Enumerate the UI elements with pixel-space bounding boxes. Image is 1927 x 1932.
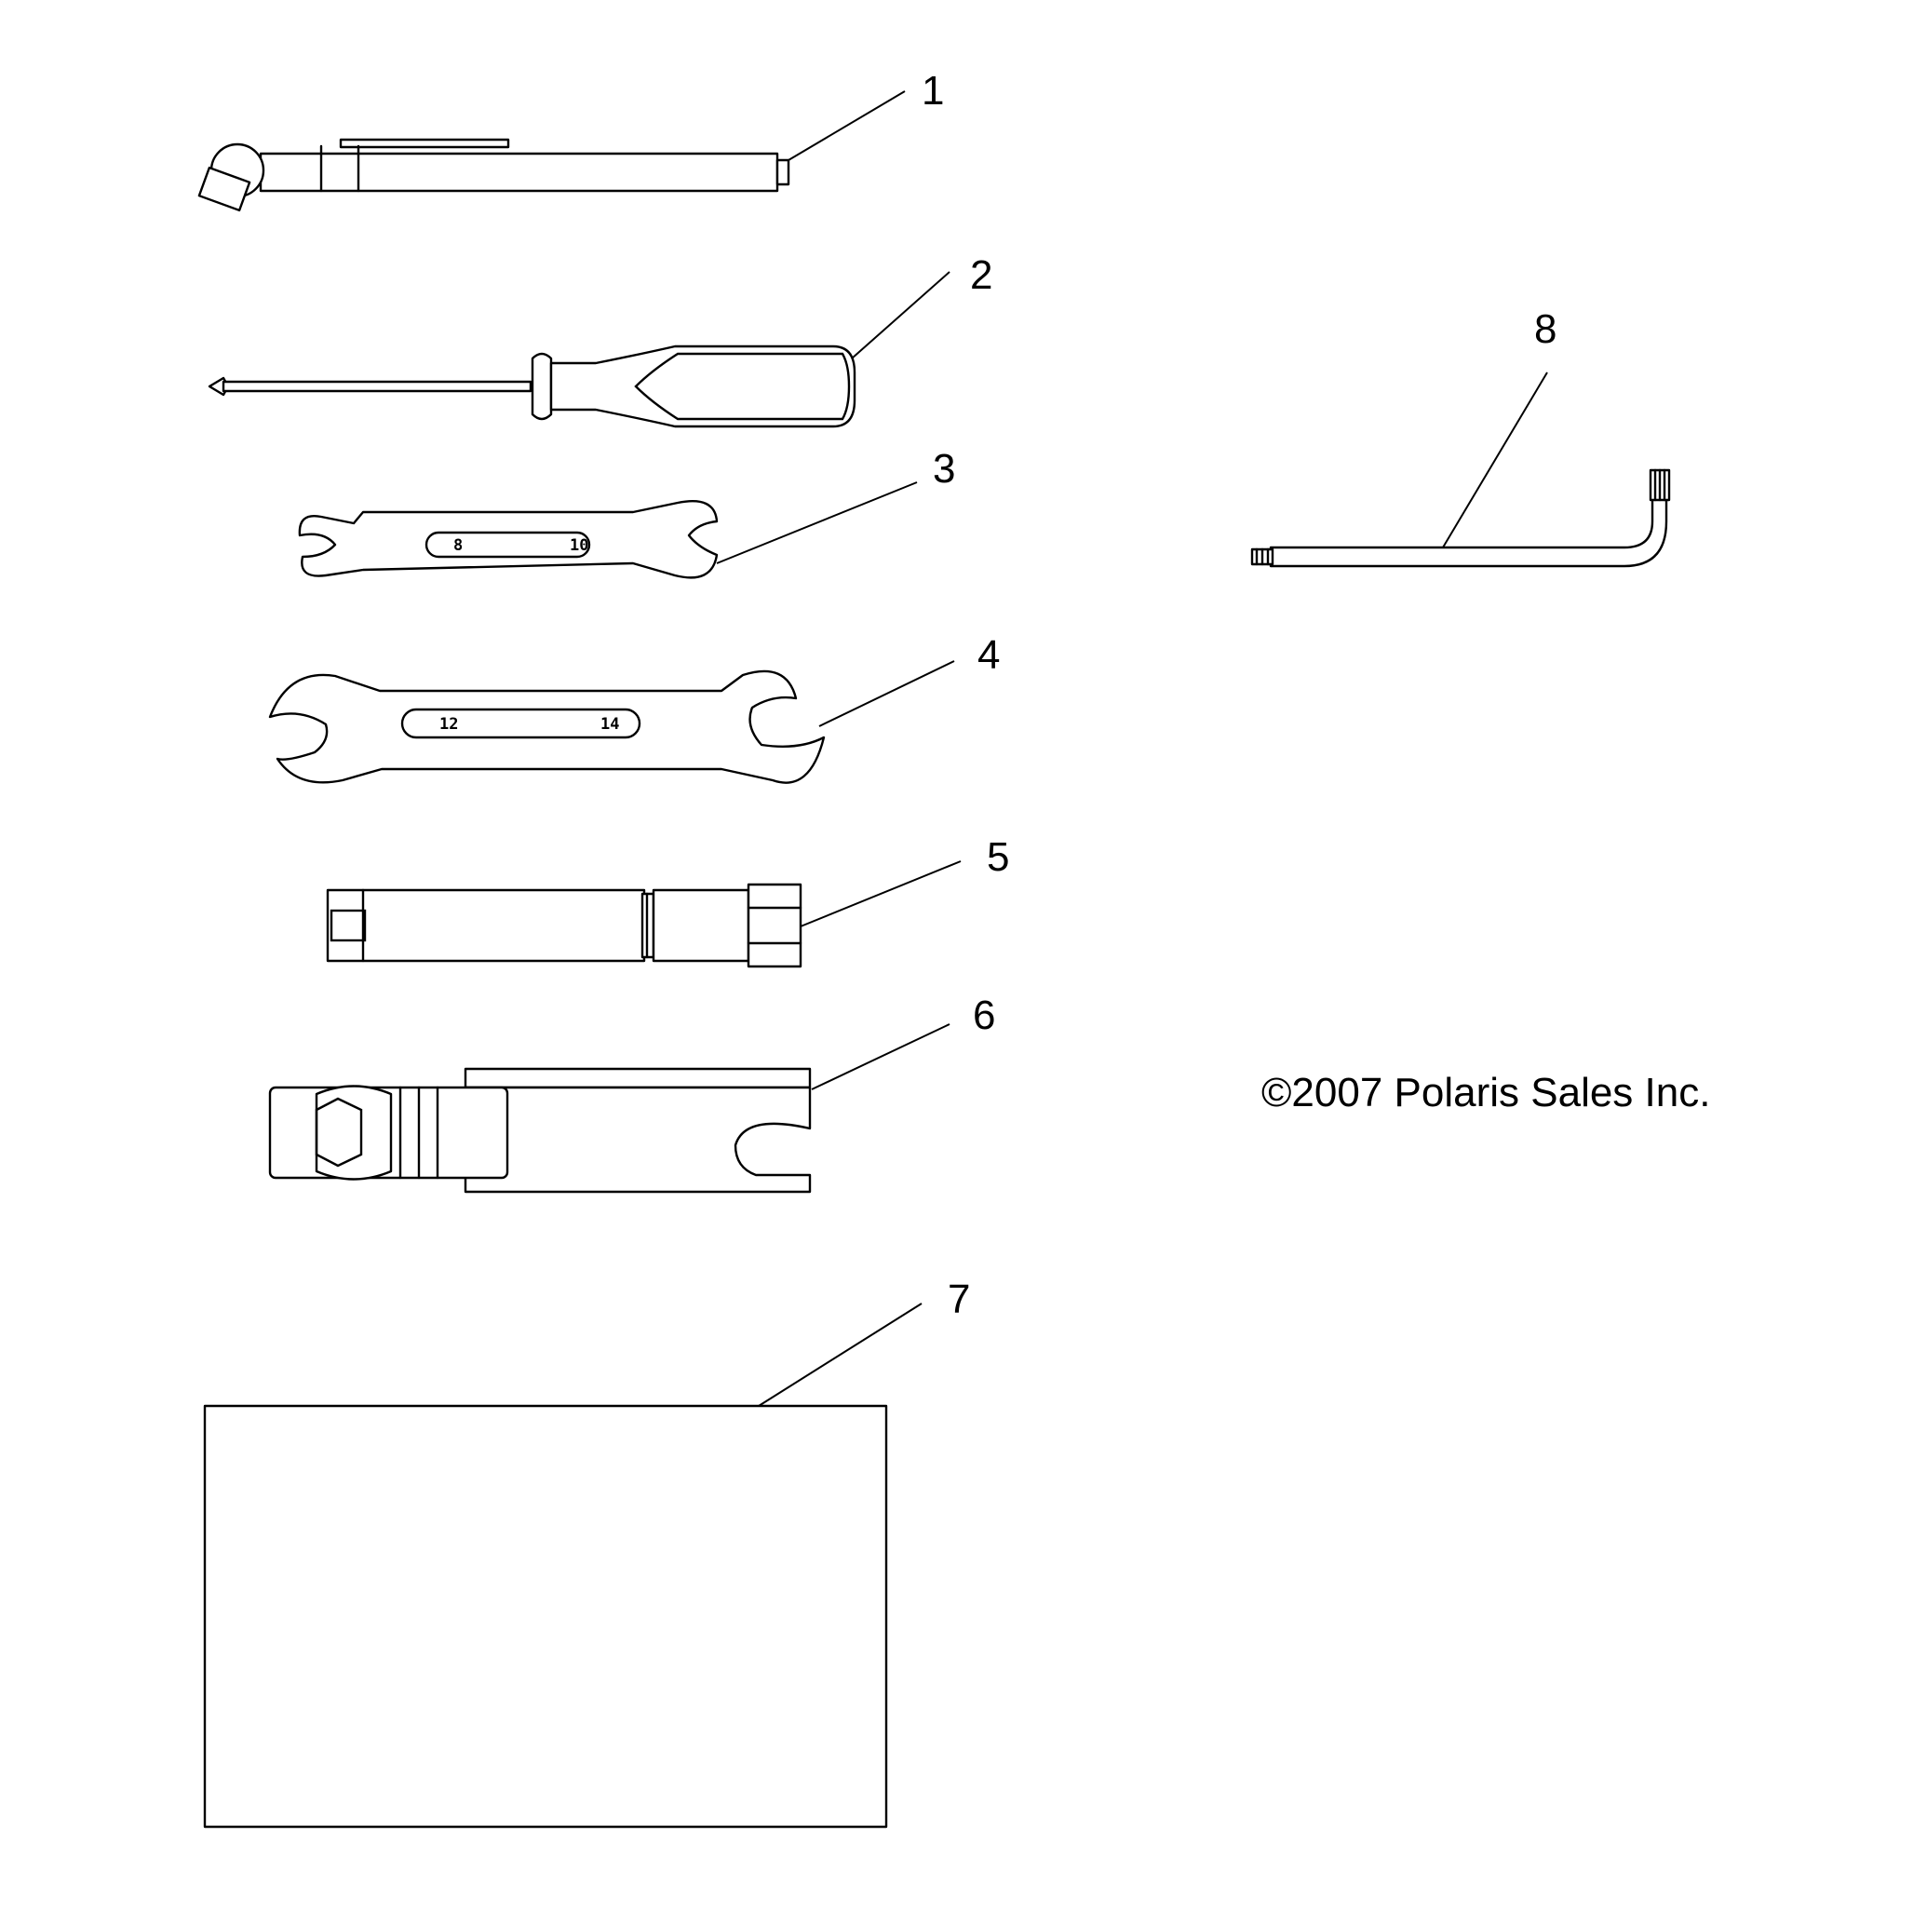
leader-2 <box>851 271 950 359</box>
callout-7: 7 <box>948 1277 970 1322</box>
callout-5: 5 <box>987 834 1009 880</box>
part-3-wrench-small: 8 10 <box>298 500 719 579</box>
wrench-small-size-right: 10 <box>570 536 588 555</box>
wrench-small-size-left: 8 <box>453 536 463 555</box>
part-5-socket <box>326 883 802 968</box>
leader-4 <box>818 660 955 727</box>
leader-8 <box>1442 372 1548 548</box>
wrench-large-size-right: 14 <box>600 715 619 734</box>
callout-8: 8 <box>1534 306 1556 352</box>
part-6-handle-tool <box>268 1067 812 1194</box>
callout-6: 6 <box>973 993 995 1038</box>
leader-3 <box>716 481 918 564</box>
part-4-wrench-large: 12 14 <box>268 669 826 784</box>
callout-1: 1 <box>922 68 944 114</box>
leader-5 <box>800 860 962 927</box>
leader-6 <box>811 1023 950 1090</box>
wrench-large-size-left: 12 <box>439 715 458 734</box>
part-8-hex-key <box>1250 468 1671 568</box>
leader-7 <box>758 1303 923 1407</box>
callout-4: 4 <box>977 632 1000 678</box>
callout-3: 3 <box>933 446 955 492</box>
part-7-manual <box>203 1404 888 1829</box>
part-1-tool <box>197 138 790 212</box>
part-2-screwdriver <box>208 345 856 428</box>
callout-2: 2 <box>970 252 992 298</box>
leader-1 <box>788 90 906 161</box>
copyright-text: ©2007 Polaris Sales Inc. <box>1261 1070 1710 1115</box>
